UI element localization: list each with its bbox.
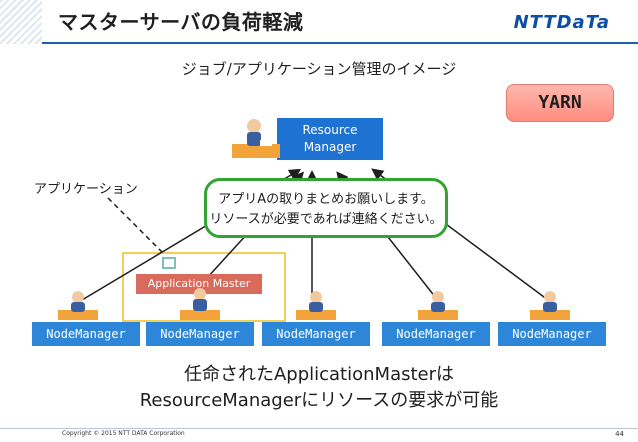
application-square — [162, 257, 176, 269]
node-manager-box-2: NodeManager — [146, 322, 254, 346]
node-manager-person-icon — [58, 291, 98, 320]
resource-manager-label-line2: Manager — [303, 140, 357, 154]
resource-manager-label-line1: Resource — [302, 123, 358, 137]
node-manager-person-icon — [180, 288, 220, 320]
summary-line2: ResourceManagerにリソースの要求が可能 — [139, 390, 499, 411]
copyright-text: Copyright © 2015 NTT DATA Corporation — [62, 430, 185, 437]
yarn-badge: YARN — [506, 84, 614, 122]
header-divider — [42, 42, 638, 44]
slide-title: マスターサーバの負荷軽減 — [58, 10, 304, 34]
application-dashed-arrow — [107, 197, 165, 255]
resource-manager-box: Resource Manager — [277, 118, 383, 160]
diagram-subtitle: ジョブ/アプリケーション管理のイメージ — [181, 60, 457, 78]
summary-line1: 任命されたApplicationMasterは — [183, 364, 455, 385]
node-manager-box-4: NodeManager — [382, 322, 490, 346]
slide-footer — [0, 428, 638, 442]
node-manager-box-3: NodeManager — [262, 322, 370, 346]
node-manager-box-5: NodeManager — [498, 322, 606, 346]
resource-manager-person-icon — [232, 119, 280, 158]
page-number: 44 — [615, 430, 624, 438]
slide-header: マスターサーバの負荷軽減 NTTDaTa — [0, 0, 638, 44]
application-master-box: Application Master — [136, 274, 262, 294]
node-manager-person-icon — [296, 291, 336, 320]
node-manager-person-icon — [530, 291, 570, 320]
callout-line1: アプリAの取りまとめお願いします。 — [218, 192, 434, 207]
node-manager-person-icon — [418, 291, 458, 320]
summary-text: 任命されたApplicationMasterは ResourceManagerに… — [0, 362, 638, 414]
speech-callout: アプリAの取りまとめお願いします。 リソースが必要であれば連絡ください。 — [204, 178, 448, 238]
callout-line2: リソースが必要であれば連絡ください。 — [209, 212, 443, 227]
header-stripe-decoration — [0, 0, 42, 44]
application-master-frame — [122, 252, 286, 322]
application-label: アプリケーション — [34, 182, 138, 197]
ntt-data-logo: NTTDaTa — [513, 12, 610, 33]
node-manager-box-1: NodeManager — [32, 322, 140, 346]
